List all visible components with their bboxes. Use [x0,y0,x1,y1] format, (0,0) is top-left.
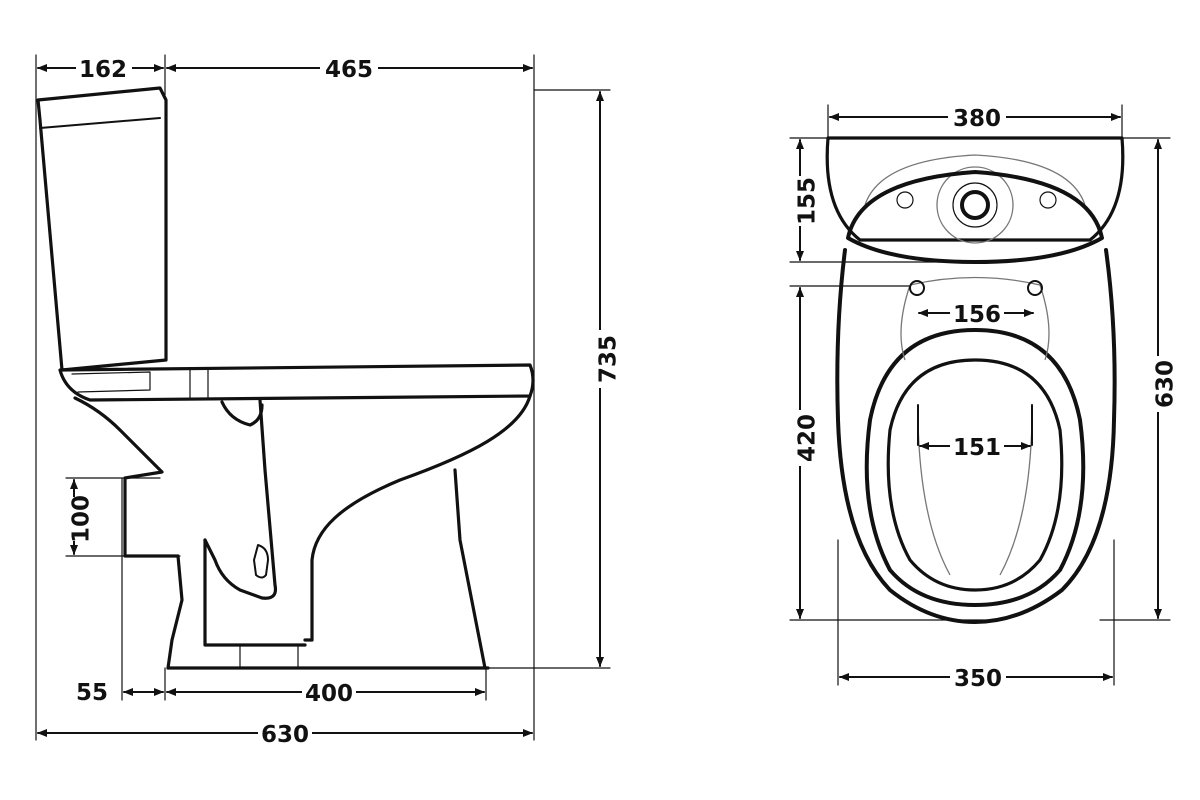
label-tank-width: 380 [953,106,1001,132]
label-outlet-offset: 55 [76,680,108,706]
label-seat-hinge-spacing: 156 [953,302,1001,328]
label-bowl-width: 350 [954,666,1002,692]
toilet-bowl-side [58,363,535,670]
cistern-tank-top [825,136,1125,264]
side-extension-lines [35,54,611,741]
label-foot-length: 400 [305,681,353,707]
label-floor-bolt-spacing: 151 [953,435,1001,461]
cistern-tank [36,86,168,372]
label-total-length-top: 630 [1153,360,1179,408]
top-view: 380 155 156 420 151 630 350 [788,104,1179,692]
label-total-length-side: 630 [261,722,309,748]
flush-button-icon [960,190,990,220]
toilet-seat [864,328,1086,607]
label-height: 735 [596,335,622,383]
toilet-bowl-top [835,248,1117,624]
top-dimension-labels: 380 155 156 420 151 630 350 [788,104,1179,692]
top-dimensions [796,113,1162,681]
label-upper-length: 465 [325,57,373,83]
label-bowl-length: 420 [795,414,821,462]
side-dimension-labels: 162 465 735 100 55 400 630 [62,55,622,748]
label-tank-depth-top: 155 [795,177,821,225]
label-outlet-height: 100 [69,495,95,543]
label-tank-depth: 162 [79,57,127,83]
hinge-left-icon [909,280,925,296]
hinge-right-icon [1027,280,1043,296]
side-view: 162 465 735 100 55 400 630 [35,54,622,748]
